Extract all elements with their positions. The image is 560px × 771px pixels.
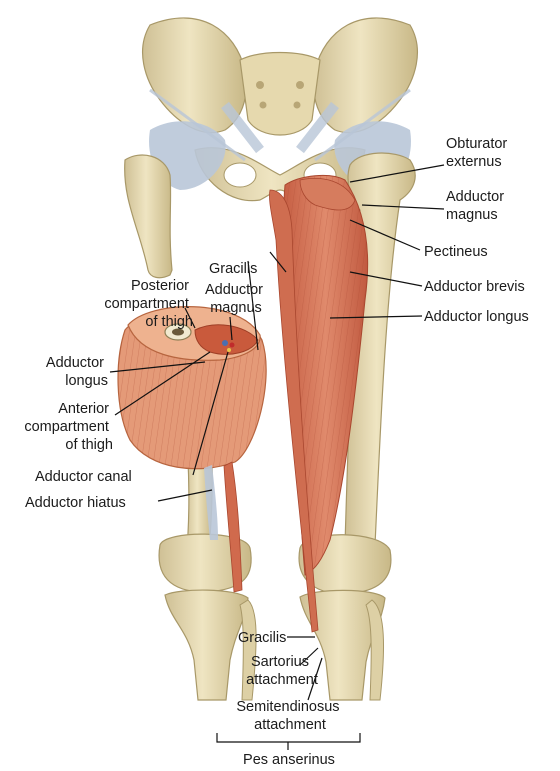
- label-adductor-longus-left: Adductor longus: [46, 355, 108, 389]
- leader-lines: [109, 164, 445, 750]
- sacrum: [239, 51, 321, 136]
- label-semitendinosus-attachment: Semitendinosus attachment: [236, 699, 343, 733]
- label-anterior-compartment: Anterior compartment of thigh: [24, 401, 113, 453]
- label-pectineus: Pectineus: [424, 244, 488, 260]
- label-posterior-compartment: Posterior compartment of thigh: [104, 278, 193, 330]
- label-adductor-magnus-left: Adductor magnus: [205, 282, 267, 316]
- label-gracilis-bottom: Gracilis: [238, 630, 286, 646]
- label-obturator-externus: Obturator externus: [446, 136, 511, 170]
- thigh-cross-section: [117, 306, 267, 593]
- label-sartorius-attachment: Sartorius attachment: [246, 654, 318, 688]
- label-adductor-magnus-right: Adductor magnus: [446, 189, 508, 223]
- labels: Obturator externus Adductor magnus Pecti…: [24, 136, 528, 768]
- label-pes-anserinus: Pes anserinus: [243, 752, 335, 768]
- label-adductor-longus-right: Adductor longus: [424, 309, 529, 325]
- label-adductor-canal: Adductor canal: [35, 469, 132, 485]
- label-adductor-hiatus: Adductor hiatus: [25, 495, 126, 511]
- label-adductor-brevis: Adductor brevis: [424, 279, 525, 295]
- label-gracilis-top: Gracilis: [209, 261, 257, 277]
- adductor-muscles: [269, 175, 369, 633]
